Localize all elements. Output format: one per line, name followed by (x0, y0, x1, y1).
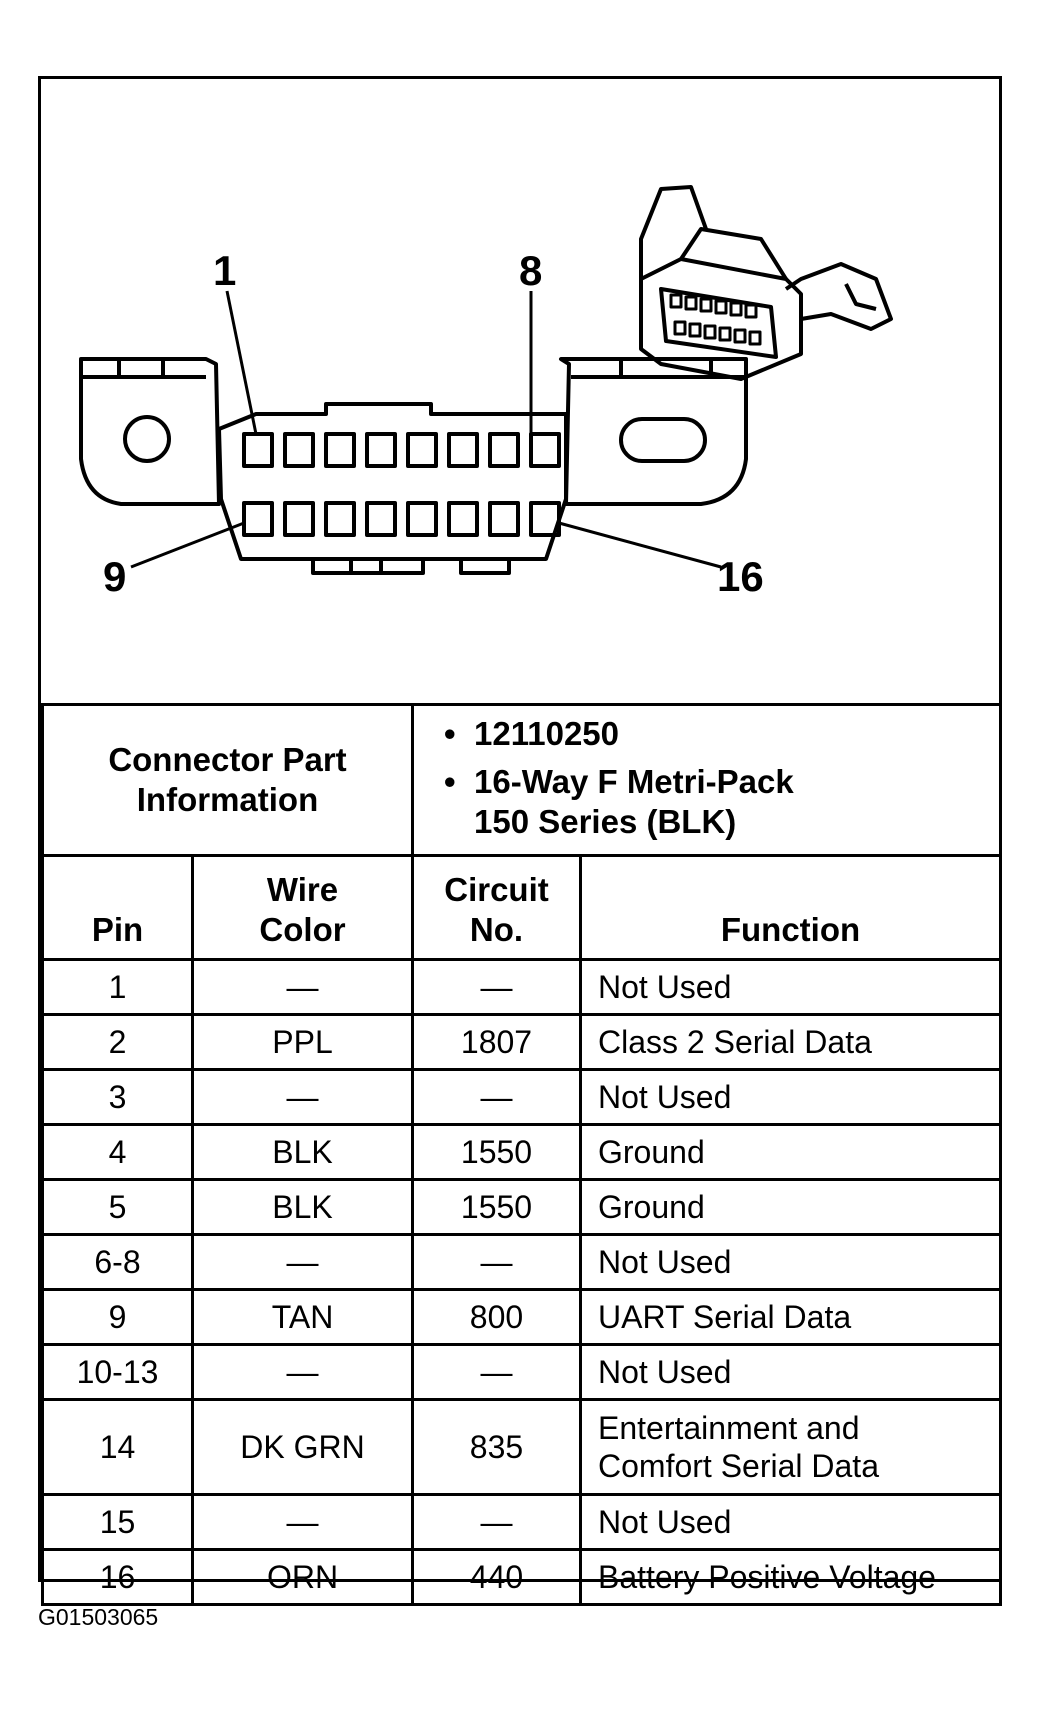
pin-label-8: 8 (519, 247, 542, 294)
col-header-function: Function (578, 854, 1003, 961)
wire-color-cell: BLK (191, 1123, 414, 1181)
circuit-cell: — (411, 1343, 582, 1401)
pin-label-9: 9 (103, 553, 126, 600)
table-row: 16 ORN 440 Battery Positive Voltage (41, 1548, 1003, 1606)
wire-color-cell: PPL (191, 1013, 414, 1071)
circuit-cell: 1550 (411, 1178, 582, 1236)
col-header-pin: Pin (41, 854, 194, 961)
pin-cell: 5 (41, 1178, 194, 1236)
table-row: 6-8 — — Not Used (41, 1233, 1003, 1291)
wire-color-cell: — (191, 1343, 414, 1401)
function-cell: Class 2 Serial Data (578, 1013, 1003, 1071)
part-info-row: Connector Part Information • 12110250 • … (41, 703, 1003, 857)
circuit-cell: — (411, 1493, 582, 1551)
circuit-cell: — (411, 1068, 582, 1126)
pin-cell: 10-13 (41, 1343, 194, 1401)
pin-cell: 16 (41, 1548, 194, 1606)
table-row: 15 — — Not Used (41, 1493, 1003, 1551)
connector-3d-sketch (639, 185, 893, 381)
pin-cell: 2 (41, 1013, 194, 1071)
pin-cell: 14 (41, 1398, 194, 1496)
wire-color-cell: TAN (191, 1288, 414, 1346)
part-description-line2: 150 Series (BLK) (474, 803, 737, 840)
connector-face (79, 357, 748, 575)
connector-diagram: 1 8 9 16 (41, 79, 999, 703)
table-row: 10-13 — — Not Used (41, 1343, 1003, 1401)
wire-color-cell: — (191, 1233, 414, 1291)
wire-color-cell: — (191, 958, 414, 1016)
part-number: • 12110250 (444, 715, 620, 752)
circuit-cell: 1550 (411, 1123, 582, 1181)
pin-leader-lines (130, 290, 722, 569)
pin-cell: 6-8 (41, 1233, 194, 1291)
table-row: 2 PPL 1807 Class 2 Serial Data (41, 1013, 1003, 1071)
pin-label-16: 16 (717, 553, 764, 600)
wire-color-cell: — (191, 1493, 414, 1551)
circuit-cell: 835 (411, 1398, 582, 1496)
table-row: 3 — — Not Used (41, 1068, 1003, 1126)
wire-color-cell: BLK (191, 1178, 414, 1236)
table-row: 14 DK GRN 835 Entertainment and Comfort … (41, 1398, 1003, 1496)
circuit-cell: — (411, 958, 582, 1016)
function-cell: Ground (578, 1123, 1003, 1181)
function-cell: Not Used (578, 1343, 1003, 1401)
circuit-cell: — (411, 1233, 582, 1291)
table-row: 9 TAN 800 UART Serial Data (41, 1288, 1003, 1346)
pin-cell: 3 (41, 1068, 194, 1126)
pinout-table: Connector Part Information • 12110250 • … (41, 703, 1003, 1606)
table-row: 4 BLK 1550 Ground (41, 1123, 1003, 1181)
function-cell: Not Used (578, 958, 1003, 1016)
function-cell: Not Used (578, 1068, 1003, 1126)
function-cell: Not Used (578, 1493, 1003, 1551)
part-description: • 16-Way F Metri-Pack (444, 763, 794, 800)
connector-drawing: 1 8 9 16 (79, 185, 893, 600)
function-cell: Not Used (578, 1233, 1003, 1291)
wire-color-cell: ORN (191, 1548, 414, 1606)
pin-cell: 15 (41, 1493, 194, 1551)
circuit-cell: 440 (411, 1548, 582, 1606)
circuit-cell: 1807 (411, 1013, 582, 1071)
pin-cell: 4 (41, 1123, 194, 1181)
function-cell: Entertainment and Comfort Serial Data (578, 1398, 1003, 1496)
part-info-label: Connector Part Information (41, 703, 414, 857)
table-row: 5 BLK 1550 Ground (41, 1178, 1003, 1236)
figure-frame: 1 8 9 16 Connector Part Information • (38, 76, 1003, 1606)
pin-cell: 9 (41, 1288, 194, 1346)
table-row: 1 — — Not Used (41, 958, 1003, 1016)
function-cell: Ground (578, 1178, 1003, 1236)
wire-color-cell: — (191, 1068, 414, 1126)
pin-cell: 1 (41, 958, 194, 1016)
pin-label-1: 1 (213, 247, 236, 294)
part-info-value: • 12110250 • 16-Way F Metri-Pack 150 Ser… (410, 703, 1003, 857)
function-cell: UART Serial Data (578, 1288, 1003, 1346)
circuit-cell: 800 (411, 1288, 582, 1346)
wire-color-cell: DK GRN (191, 1398, 414, 1496)
figure-id: G01503065 (38, 1604, 159, 1630)
function-cell: Battery Positive Voltage (578, 1548, 1003, 1606)
